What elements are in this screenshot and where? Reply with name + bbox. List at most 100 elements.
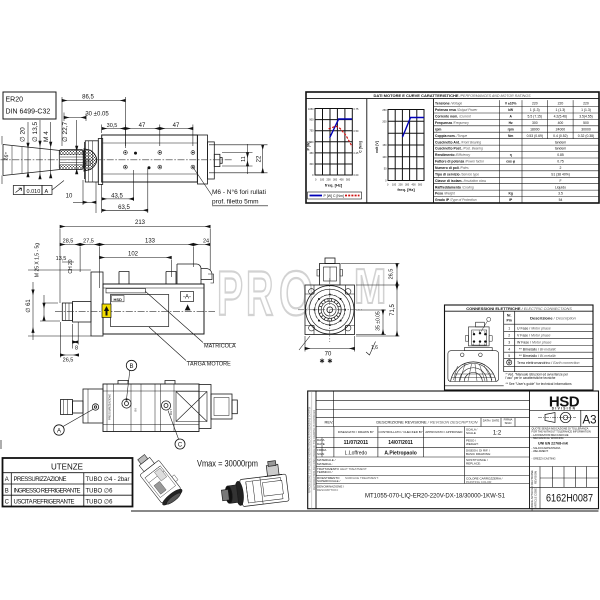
svg-text:B: B <box>5 488 9 494</box>
svg-text:CH 20: CH 20 <box>68 259 74 273</box>
svg-text:REPRODUCTION AND DISCLOSURE OF: REPRODUCTION AND DISCLOSURE OF THE DRAWI… <box>313 410 316 491</box>
svg-text:REPLACE:: REPLACE: <box>466 462 481 466</box>
svg-text:∅ 22,7: ∅ 22,7 <box>62 121 69 142</box>
svg-text:WEIGHT:: WEIGHT: <box>466 442 479 446</box>
svg-text:24000: 24000 <box>556 127 566 131</box>
svg-text:220: 220 <box>558 102 564 106</box>
svg-text:∅ 13,5: ∅ 13,5 <box>32 121 39 142</box>
svg-text:PESO /: PESO / <box>466 439 476 443</box>
svg-text:INGRESSO REFRIGERANTE: INGRESSO REFRIGERANTE <box>14 488 81 494</box>
svg-text:MT1055-070-LIQ-ER20-220V-DX-18: MT1055-070-LIQ-ER20-220V-DX-18/30000-1KW… <box>365 494 506 500</box>
svg-text:1050: 1050 <box>308 108 314 111</box>
svg-text:43,5: 43,5 <box>111 194 123 200</box>
svg-text:Nm: Nm <box>508 134 513 138</box>
svg-text:IN: IN <box>134 409 138 412</box>
svg-text:0.25: 0.25 <box>354 152 359 155</box>
svg-text:DISEGN. DI RIF. /: DISEGN. DI RIF. / <box>466 449 490 453</box>
svg-text:R: R <box>246 259 273 329</box>
svg-text:A.Pietropaolo: A.Pietropaolo <box>384 451 417 457</box>
svg-text:COLORE CARROZZERIA /: COLORE CARROZZERIA / <box>466 477 503 481</box>
svg-text:450: 450 <box>309 152 314 155</box>
svg-text:O: O <box>279 258 313 329</box>
svg-text:- WELDMENT:: - WELDMENT: <box>532 449 549 453</box>
svg-text:Coppia nom. /Torque: Coppia nom. /Torque <box>435 134 467 138</box>
svg-text:DENOMINAZIONE /: DENOMINAZIONE / <box>317 485 344 489</box>
svg-text:W Fase / Motor phase: W Fase / Motor phase <box>517 341 551 345</box>
svg-text:1: 1 <box>508 327 510 331</box>
svg-text:A: A <box>510 115 513 119</box>
svg-text:3: 3 <box>508 341 510 345</box>
svg-text:86,5: 86,5 <box>82 95 94 101</box>
svg-text:tandem: tandem <box>555 140 566 144</box>
svg-text:3.5: 3.5 <box>558 192 563 196</box>
svg-text:250: 250 <box>382 109 387 112</box>
svg-text:0: 0 <box>312 174 314 177</box>
svg-text:freq. [Hz]: freq. [Hz] <box>325 183 343 188</box>
svg-text:8: 8 <box>75 346 78 352</box>
svg-text:TUBO ∅4 - 2bar: TUBO ∅4 - 2bar <box>86 476 130 483</box>
svg-text:- SALDOCARPENTERIA: - SALDOCARPENTERIA <box>532 446 561 450</box>
svg-text:TUBO ∅6: TUBO ∅6 <box>86 487 114 494</box>
svg-text:4: 4 <box>508 348 510 352</box>
svg-text:DISEGNATO / DRAWN BY: DISEGNATO / DRAWN BY <box>338 430 374 434</box>
svg-text:213: 213 <box>135 220 146 226</box>
svg-text:DESCRIPTION:: DESCRIPTION: <box>317 488 339 492</box>
svg-text:14/07/2011: 14/07/2011 <box>388 440 413 446</box>
svg-text:200: 200 <box>327 179 332 182</box>
svg-text:5: 5 <box>508 354 510 358</box>
svg-text:1 (1.3): 1 (1.3) <box>555 108 565 112</box>
svg-text:102: 102 <box>128 252 139 258</box>
svg-text:Descrizione / Description: Descrizione / Description <box>530 316 577 321</box>
svg-text:200: 200 <box>382 120 387 123</box>
svg-text:TERMICO /: TERMICO / <box>317 470 333 474</box>
svg-text:∅ 61: ∅ 61 <box>25 299 32 313</box>
svg-text:Frequenza /Frequency: Frequenza /Frequency <box>435 121 469 125</box>
svg-text:RIVESTIMENTO: RIVESTIMENTO <box>317 476 340 480</box>
svg-text:30000: 30000 <box>581 127 591 131</box>
svg-text:** Bimetallo / Bi-metallic: ** Bimetallo / Bi-metallic <box>519 354 556 358</box>
svg-text:Raffreddamento /Cooling: Raffreddamento /Cooling <box>435 185 474 189</box>
svg-text:26,5: 26,5 <box>389 269 395 280</box>
svg-text:0: 0 <box>385 180 387 183</box>
svg-text:300: 300 <box>333 179 338 182</box>
svg-text:2: 2 <box>508 334 510 338</box>
svg-text:300: 300 <box>309 163 314 166</box>
svg-text:S1 (38 40%): S1 (38 40%) <box>551 172 570 176</box>
svg-text:500: 500 <box>418 184 423 187</box>
svg-text:28,5: 28,5 <box>63 239 74 245</box>
svg-text:M6 - N°6 fori rullati: M6 - N°6 fori rullati <box>212 188 266 196</box>
svg-text:Classe di isolam. /Insulation: Classe di isolam. /Insulation class <box>435 179 487 183</box>
svg-text:** See "User's guide" for te: ** See "User's guide" for technical info… <box>506 382 573 386</box>
svg-text:A: A <box>5 477 9 483</box>
svg-text:0.010: 0.010 <box>27 189 41 195</box>
svg-text:6: 6 <box>484 344 486 347</box>
svg-text:U Fase / Motor phase: U Fase / Motor phase <box>517 327 551 331</box>
svg-text:500: 500 <box>583 121 589 125</box>
svg-text:300: 300 <box>405 184 410 187</box>
svg-text:volt [V]: volt [V] <box>375 141 379 153</box>
svg-text:Tipo di servizio /Service type: Tipo di servizio /Service type <box>435 172 479 176</box>
svg-text:M 25 X 1,5 - 5g: M 25 X 1,5 - 5g <box>35 243 41 277</box>
svg-text:900: 900 <box>309 119 314 122</box>
svg-text:100: 100 <box>382 156 387 159</box>
svg-text:PRESSURIZZAZIONE: PRESSURIZZAZIONE <box>107 394 111 420</box>
svg-text:Tensione /Voltage: Tensione /Voltage <box>435 102 462 106</box>
svg-text:SURFACE TREATMENT:: SURFACE TREATMENT: <box>345 476 379 480</box>
svg-text:0.53 (0.69): 0.53 (0.69) <box>527 134 543 138</box>
svg-text:50: 50 <box>384 168 387 171</box>
svg-text:SCALA /: SCALA / <box>466 428 478 432</box>
svg-text:Terra elettromandrino / Earth: Terra elettromandrino / Earth connection <box>517 361 580 365</box>
svg-text:SIGN: SIGN <box>505 421 512 425</box>
svg-text:10: 10 <box>66 194 73 200</box>
svg-text:Cuscinetto Ant. /Front Bearing: Cuscinetto Ant. /Front Bearing <box>435 140 481 144</box>
svg-text:- LAVORAZIONI MECCANICHE: - LAVORAZIONI MECCANICHE <box>532 433 569 437</box>
svg-text:DATE: DATE <box>317 442 325 446</box>
svg-text:47: 47 <box>139 123 146 129</box>
svg-text:100: 100 <box>392 184 397 187</box>
svg-text:** Bimetallo / Bi-metallic: ** Bimetallo / Bi-metallic <box>519 348 556 352</box>
svg-text:0.32 (0.38): 0.32 (0.38) <box>578 134 594 138</box>
svg-text:CONTROLLATO / CHECKED BY: CONTROLLATO / CHECKED BY <box>378 430 422 434</box>
svg-text:SIGN: SIGN <box>317 452 324 456</box>
svg-text:P [W]: P [W] <box>307 142 311 151</box>
svg-text:C: C <box>5 500 10 506</box>
